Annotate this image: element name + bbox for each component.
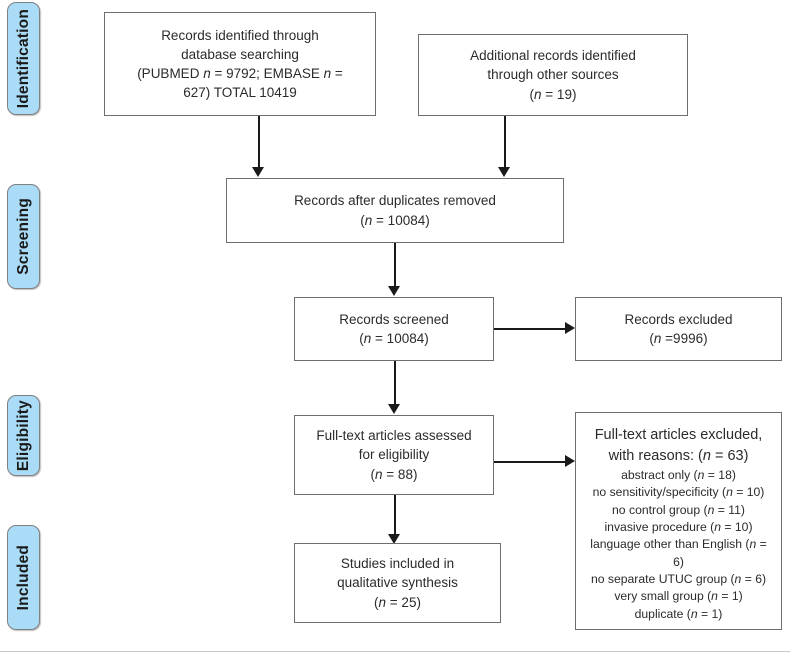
connector-duplicates-to-screened — [394, 243, 396, 287]
additional-records-line3: (n = 19) — [529, 86, 577, 102]
connector-fulltext-to-included — [394, 495, 396, 535]
stage-pill-eligibility: Eligibility — [7, 395, 40, 476]
arrowhead-screened-to-excluded — [565, 322, 575, 334]
studies-included-line3: (n = 25) — [374, 594, 421, 610]
box-additional-records: Additional records identified through ot… — [418, 34, 688, 116]
connector-additional-to-duplicates — [504, 116, 506, 168]
studies-included-line2: qualitative synthesis — [337, 575, 458, 591]
additional-records-line1: Additional records identified — [470, 48, 636, 64]
records-identified-line1: Records identified through — [161, 27, 319, 43]
connector-fulltext-to-excluded — [494, 461, 566, 463]
exclusion-reason-duplicate: duplicate (n = 1) — [634, 606, 723, 621]
box-records-screened: Records screened (n = 10084) — [294, 297, 494, 361]
exclusion-reason-language-line1: language other than English (n = — [590, 537, 767, 552]
after-duplicates-line2: (n = 10084) — [360, 212, 430, 228]
stage-label-included: Included — [14, 544, 32, 611]
records-identified-line3: (PUBMED n = 9792; EMBASE n = — [137, 66, 343, 81]
connector-identified-to-duplicates — [258, 116, 260, 168]
connector-screened-to-excluded — [494, 328, 566, 330]
records-screened-line2: (n = 10084) — [359, 331, 429, 346]
arrowhead-duplicates-to-screened — [388, 286, 400, 296]
box-records-identified: Records identified through database sear… — [104, 12, 376, 116]
records-screened-line1: Records screened — [339, 311, 449, 327]
stage-label-identification: Identification — [14, 8, 32, 109]
arrowhead-screened-to-fulltext — [388, 404, 400, 414]
fulltext-excluded-head1: Full-text articles excluded, — [594, 427, 763, 443]
fulltext-assessed-line3: (n = 88) — [370, 466, 418, 482]
exclusion-reason-no-sensitivity-specificity: no sensitivity/specificity (n = 10) — [592, 485, 765, 500]
box-records-after-duplicates: Records after duplicates removed (n = 10… — [226, 178, 564, 243]
arrowhead-identified-to-duplicates — [252, 167, 264, 177]
arrowhead-fulltext-to-included — [388, 534, 400, 544]
box-records-excluded: Records excluded (n =9996) — [575, 297, 782, 361]
after-duplicates-line1: Records after duplicates removed — [294, 193, 496, 209]
stage-pill-included: Included — [7, 525, 40, 630]
additional-records-line2: through other sources — [487, 67, 619, 83]
arrowhead-fulltext-to-excluded — [565, 455, 575, 467]
records-excluded-line1: Records excluded — [624, 311, 733, 327]
arrowhead-additional-to-duplicates — [498, 167, 510, 177]
records-identified-line4: 627) TOTAL 10419 — [183, 85, 297, 101]
exclusion-reason-very-small-group: very small group (n = 1) — [614, 589, 743, 604]
exclusion-reason-language-line2: 6) — [673, 554, 684, 569]
exclusion-reason-no-control-group: no control group (n = 11) — [612, 502, 745, 517]
box-fulltext-assessed: Full-text articles assessed for eligibil… — [294, 415, 494, 495]
stage-pill-identification: Identification — [7, 2, 40, 115]
exclusion-reason-no-separate-utuc-group: no separate UTUC group (n = 6) — [590, 572, 767, 586]
fulltext-assessed-line1: Full-text articles assessed — [316, 428, 472, 444]
fulltext-excluded-head2: with reasons: (n = 63) — [608, 448, 749, 465]
records-identified-line2: database searching — [181, 46, 299, 62]
studies-included-line1: Studies included in — [340, 556, 455, 572]
fulltext-assessed-line2: for eligibility — [358, 447, 430, 463]
connector-screened-to-fulltext — [394, 361, 396, 405]
exclusion-reason-invasive-procedure: invasive procedure (n = 10) — [604, 520, 753, 535]
exclusion-reason-abstract-only: abstract only (n = 18) — [621, 468, 736, 483]
stage-pill-screening: Screening — [7, 184, 40, 289]
stage-label-eligibility: Eligibility — [14, 399, 32, 472]
stage-label-screening: Screening — [14, 198, 32, 275]
box-fulltext-excluded: Full-text articles excluded, with reason… — [575, 412, 782, 630]
records-excluded-line2: (n =9996) — [649, 331, 708, 346]
box-studies-included: Studies included in qualitative synthesi… — [294, 543, 501, 623]
